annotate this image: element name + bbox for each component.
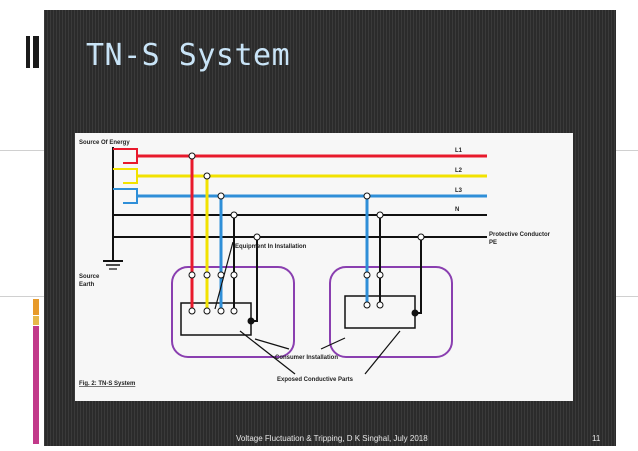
junction <box>217 192 225 200</box>
terminal <box>230 307 238 315</box>
terminal <box>376 301 384 309</box>
slide-title: TN-S System <box>86 38 291 73</box>
n-label: N <box>455 207 459 213</box>
pe-connection <box>411 309 419 317</box>
accent-bar-magenta <box>33 326 39 444</box>
source-coil-l2 <box>113 168 138 184</box>
installation-box-2 <box>329 266 453 358</box>
tn-s-diagram: Source Of Energy L1 L2 L3 N Protective C… <box>75 133 573 401</box>
pe-label-1: Protective Conductor <box>489 232 551 238</box>
source-label: Source Of Energy <box>79 140 130 146</box>
figure-caption: Fig. 2: TN-S System <box>79 381 135 387</box>
divider-line <box>616 296 638 297</box>
terminal <box>188 307 196 315</box>
terminal <box>203 307 211 315</box>
terminal <box>230 271 238 279</box>
junction <box>376 211 384 219</box>
page-number: 11 <box>592 434 601 443</box>
equipment-label: Equipment In Installation <box>235 244 307 250</box>
terminal <box>188 271 196 279</box>
pe-connection <box>247 317 255 325</box>
divider-line <box>0 296 44 297</box>
source-earth-label-2: Earth <box>79 282 95 288</box>
junction <box>203 172 211 180</box>
terminal <box>217 307 225 315</box>
source-coil-l1 <box>113 148 138 164</box>
junction <box>188 152 196 160</box>
decorative-bar <box>33 36 39 68</box>
l2-label: L2 <box>455 168 463 174</box>
consumer-label: Consumer Installation <box>275 355 338 361</box>
junction <box>417 233 425 241</box>
slide-footer: Voltage Fluctuation & Tripping, D K Sing… <box>236 434 428 443</box>
pe-label-2: PE <box>489 240 497 246</box>
terminal <box>363 301 371 309</box>
junction <box>230 211 238 219</box>
decorative-bar <box>26 36 30 68</box>
l1-label: L1 <box>455 148 463 154</box>
terminal <box>376 271 384 279</box>
terminal <box>363 271 371 279</box>
drop-pe-eq2 <box>415 237 422 314</box>
accent-bar-gold <box>33 316 39 325</box>
source-coil-l3 <box>113 188 138 204</box>
junction <box>363 192 371 200</box>
annotation-arrows <box>214 241 401 375</box>
l3-label: L3 <box>455 188 463 194</box>
exposed-label: Exposed Conductive Parts <box>277 377 354 383</box>
accent-bar-orange <box>33 299 39 315</box>
diagram-svg: Source Of Energy L1 L2 L3 N Protective C… <box>79 140 551 387</box>
terminal <box>203 271 211 279</box>
source-earth-label-1: Source <box>79 274 100 280</box>
junction <box>253 233 261 241</box>
